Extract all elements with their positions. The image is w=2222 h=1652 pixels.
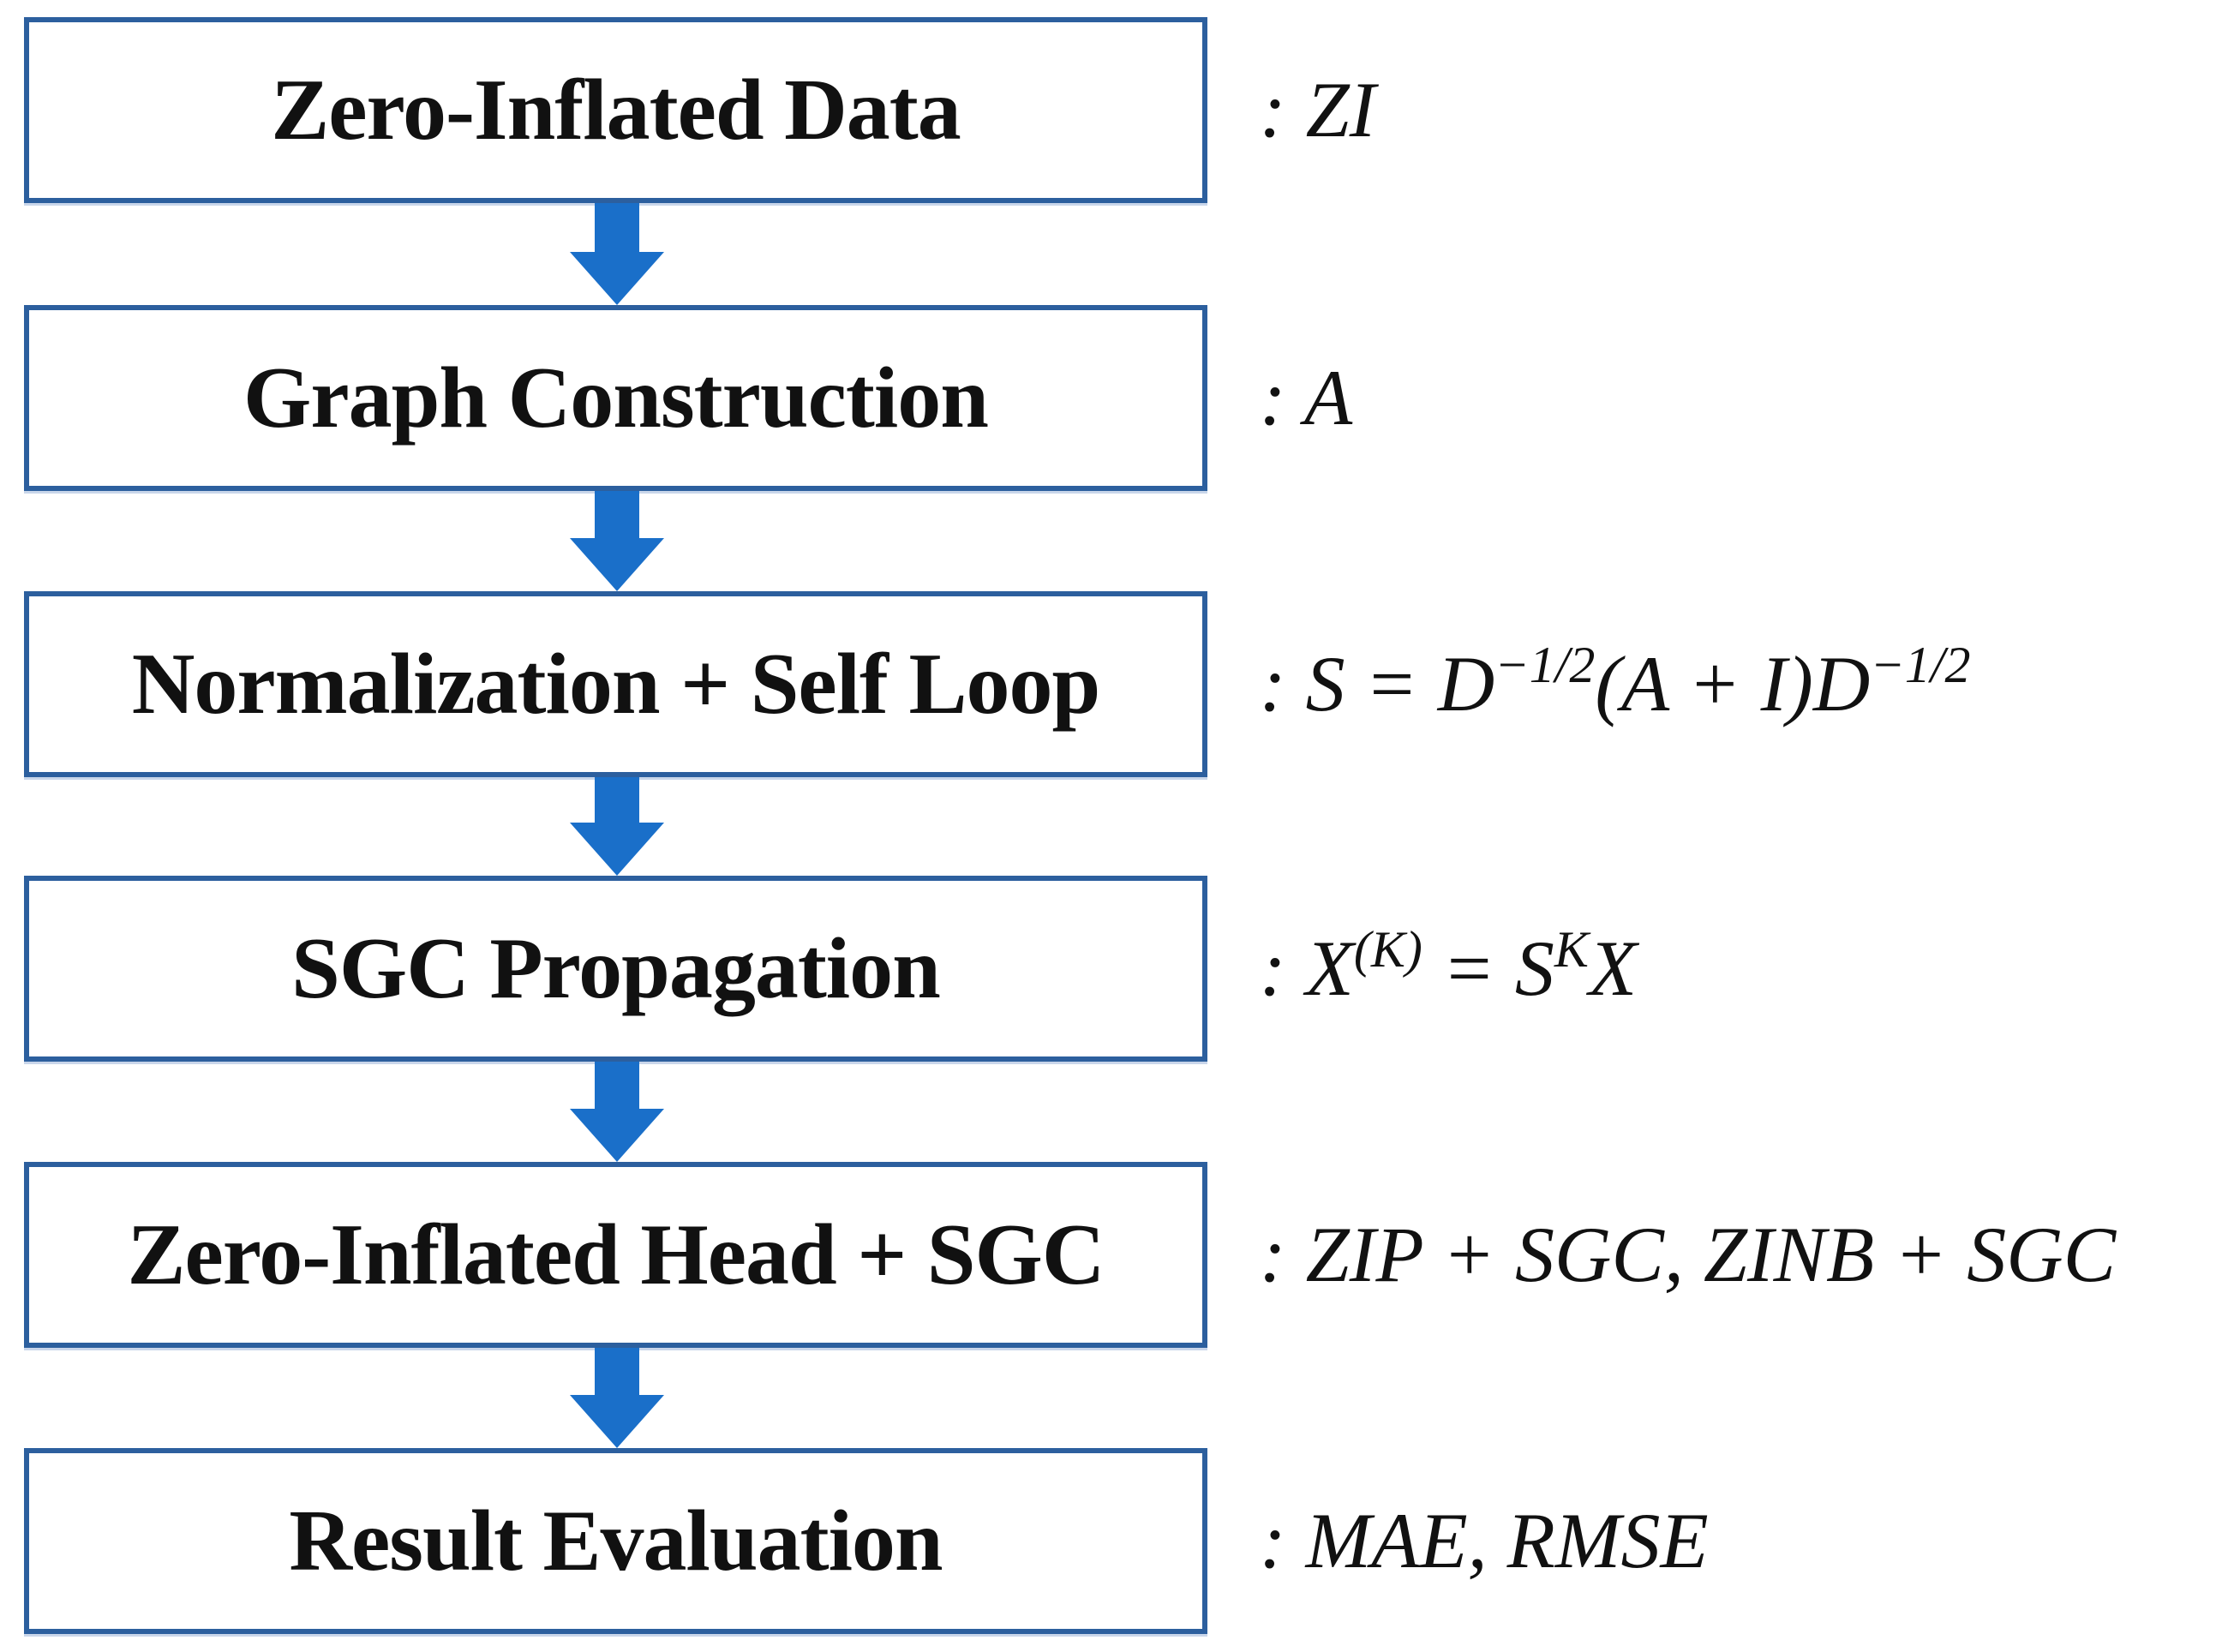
arrow-shaft	[595, 1062, 639, 1115]
formula-superscript: −1/2	[1494, 637, 1596, 693]
formula-superscript: (K)	[1353, 921, 1422, 978]
arrow-shaft	[595, 491, 639, 544]
step-formula: : MAE, RMSE	[1260, 1495, 1709, 1586]
step-label: Graph Construction	[243, 350, 989, 446]
step-label: Normalization + Self Loop	[131, 636, 1101, 733]
step-formula: : A	[1260, 352, 1352, 443]
down-arrow-icon	[570, 491, 664, 591]
down-arrow-icon	[570, 777, 664, 876]
arrow-head	[570, 252, 664, 305]
formula-text: : MAE, RMSE	[1260, 1497, 1709, 1584]
step-box: Zero-Inflated Head + SGC	[24, 1162, 1207, 1348]
step-label: Result Evaluation	[289, 1493, 943, 1589]
step-box: Zero-Inflated Data	[24, 17, 1207, 203]
step-formula: : ZI	[1260, 64, 1375, 155]
step-formula: : ZIP + SGC, ZINB + SGC	[1260, 1209, 2116, 1300]
formula-text: : A	[1260, 354, 1353, 441]
formula-superscript: −1/2	[1870, 637, 1971, 693]
step-box: Graph Construction	[24, 305, 1207, 491]
step-formula: : X(K) = SKX	[1260, 923, 1637, 1014]
step-box: Result Evaluation	[24, 1448, 1207, 1634]
arrow-shaft	[595, 777, 639, 829]
down-arrow-icon	[570, 203, 664, 305]
step-box: SGC Propagation	[24, 876, 1207, 1062]
formula-text: (A + I)D	[1595, 640, 1871, 727]
step-box: Normalization + Self Loop	[24, 591, 1207, 777]
formula-text: X	[1588, 925, 1638, 1012]
step-label: SGC Propagation	[291, 920, 941, 1017]
formula-text: = S	[1422, 925, 1554, 1012]
step-formula: : S = D−1/2(A + I)D−1/2	[1260, 638, 1970, 729]
formula-text: : ZI	[1260, 66, 1376, 153]
arrow-head	[570, 1109, 664, 1162]
step-label: Zero-Inflated Head + SGC	[127, 1206, 1105, 1303]
arrow-head	[570, 538, 664, 591]
arrow-head	[570, 823, 664, 876]
arrow-head	[570, 1395, 664, 1448]
down-arrow-icon	[570, 1062, 664, 1162]
arrow-shaft	[595, 203, 639, 258]
formula-text: : X	[1260, 925, 1354, 1012]
step-label: Zero-Inflated Data	[271, 62, 961, 159]
formula-superscript: K	[1554, 921, 1589, 978]
down-arrow-icon	[570, 1348, 664, 1448]
arrow-shaft	[595, 1348, 639, 1401]
formula-text: : S = D	[1260, 640, 1495, 727]
formula-text: : ZIP + SGC, ZINB + SGC	[1260, 1211, 2117, 1298]
